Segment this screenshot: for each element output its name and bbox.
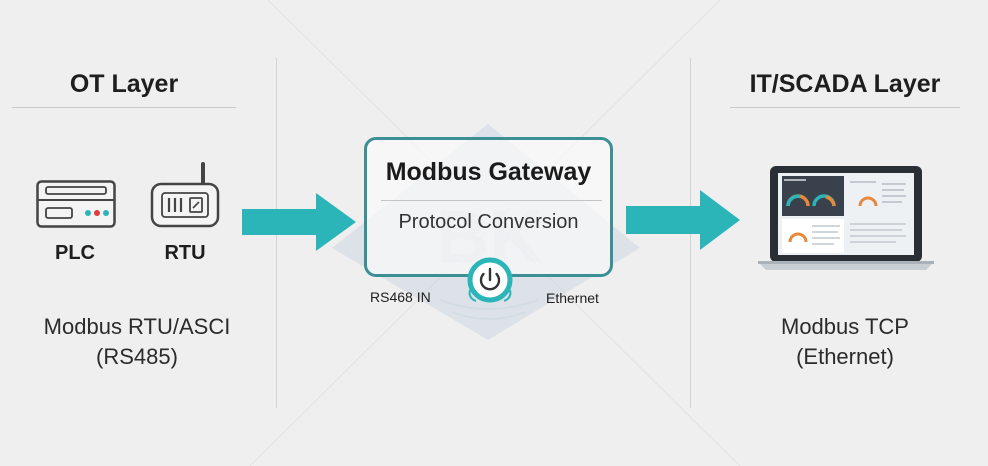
it-layer-title: IT/SCADA Layer bbox=[749, 70, 941, 98]
ot-protocol: Modbus RTU/ASCI (RS485) bbox=[12, 312, 262, 372]
ot-protocol-line1: Modbus RTU/ASCI bbox=[43, 314, 231, 339]
gateway-title: Modbus Gateway bbox=[385, 158, 592, 186]
it-protocol-line1: Modbus TCP bbox=[781, 314, 909, 339]
it-protocol: Modbus TCP (Ethernet) bbox=[720, 312, 970, 372]
rtu-label: RTU bbox=[164, 242, 206, 264]
laptop-dashboard-icon bbox=[758, 166, 934, 270]
ot-layer-title: OT Layer bbox=[69, 70, 179, 98]
plc-icon bbox=[36, 180, 116, 228]
power-icon bbox=[467, 257, 513, 303]
it-layer-rule bbox=[730, 107, 960, 108]
rtu-icon bbox=[150, 162, 220, 228]
plc-label: PLC bbox=[55, 242, 95, 264]
it-protocol-line2: (Ethernet) bbox=[796, 344, 894, 369]
input-port-label: RS468 IN bbox=[370, 289, 431, 305]
modbus-gateway: Modbus Gateway Protocol Conversion bbox=[364, 137, 613, 277]
ot-protocol-line2: (RS485) bbox=[96, 344, 178, 369]
gateway-subtitle: Protocol Conversion bbox=[398, 211, 579, 233]
gateway-to-it-arrow bbox=[626, 190, 740, 250]
output-port-label: Ethernet bbox=[546, 290, 599, 306]
ot-to-gateway-arrow bbox=[242, 193, 356, 251]
ot-layer-rule bbox=[12, 107, 236, 108]
gateway-rule bbox=[381, 200, 602, 201]
